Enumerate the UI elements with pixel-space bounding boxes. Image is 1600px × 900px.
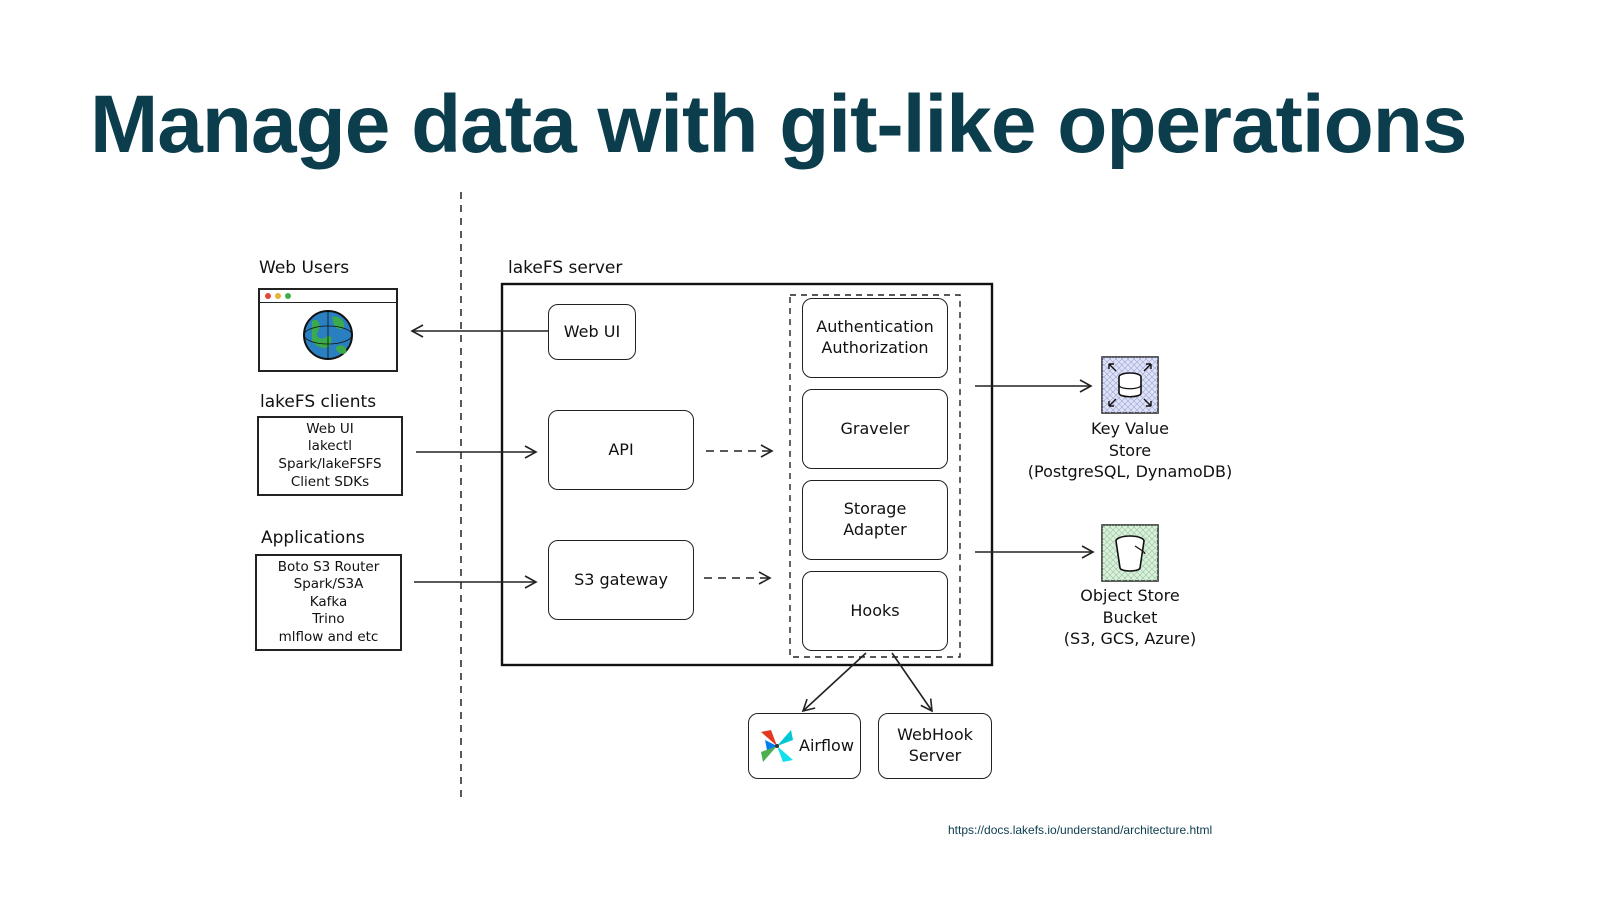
client-item: Spark/lakeFSFS	[278, 456, 382, 472]
auth-component: Authentication Authorization	[802, 298, 948, 378]
server-box	[500, 282, 994, 667]
kv-line-2: Store	[1108, 440, 1152, 460]
arrow-hooks-to-webhook	[891, 652, 933, 713]
server-label: lakeFS server	[508, 258, 623, 278]
airflow-label: Airflow	[799, 735, 854, 755]
application-item: Trino	[312, 611, 345, 628]
auth-line-1: Authentication	[816, 317, 934, 337]
kv-line-3: (PostgreSQL, DynamoDB)	[1027, 462, 1233, 482]
storage-adapter-component: Storage Adapter	[802, 480, 948, 560]
airflow-box: Airflow	[748, 713, 861, 779]
close-dot-icon	[265, 293, 271, 299]
web-users-label: Web Users	[259, 258, 350, 278]
bucket-icon	[1101, 524, 1159, 582]
client-item: lakectl	[307, 438, 353, 455]
s3-gateway-component: S3 gateway	[548, 540, 694, 620]
object-line-3: (S3, GCS, Azure)	[1063, 629, 1197, 649]
storage-line-2: Adapter	[843, 520, 907, 539]
clients-label: lakeFS clients	[260, 392, 377, 412]
object-line-2: Bucket	[1102, 607, 1158, 627]
arrow-hooks-to-airflow	[801, 652, 867, 713]
client-item: Web UI	[306, 420, 354, 437]
web-ui-component: Web UI	[548, 304, 636, 360]
globe-icon	[303, 310, 353, 360]
object-store-label: Object Store Bucket (S3, GCS, Azure)	[1020, 585, 1240, 650]
page-title: Manage data with git-like operations	[90, 79, 1467, 170]
clients-box: Web UI lakectl Spark/lakeFSFS Client SDK…	[257, 416, 403, 496]
maximize-dot-icon	[285, 293, 291, 299]
graveler-component: Graveler	[802, 389, 948, 469]
minimize-dot-icon	[275, 293, 281, 299]
client-item: Client SDKs	[290, 473, 370, 490]
applications-label: Applications	[261, 528, 365, 548]
webhook-line-1: WebHook	[897, 725, 973, 745]
storage-line-1: Storage	[843, 499, 907, 519]
auth-line-2: Authorization	[821, 338, 929, 357]
application-item: Boto S3 Router	[277, 558, 380, 575]
application-item: Spark/S3A	[293, 576, 364, 593]
hooks-component: Hooks	[802, 571, 948, 651]
object-line-1: Object Store	[1080, 586, 1180, 605]
api-component: API	[548, 410, 694, 490]
application-item: mlflow and etc	[278, 628, 379, 645]
kv-store-label: Key Value Store (PostgreSQL, DynamoDB)	[1020, 418, 1240, 483]
webhook-line-2: Server	[908, 746, 962, 765]
kv-line-1: Key Value	[1090, 419, 1170, 438]
browser-window	[258, 288, 398, 372]
core-dashed-box	[789, 294, 961, 658]
airflow-pinwheel-icon	[761, 730, 793, 762]
browser-title-bar	[260, 290, 396, 303]
database-icon	[1101, 356, 1159, 414]
webhook-server-box: WebHook Server	[878, 713, 992, 779]
applications-box: Boto S3 Router Spark/S3A Kafka Trino mlf…	[255, 554, 402, 651]
source-url: https://docs.lakefs.io/understand/archit…	[948, 823, 1213, 837]
application-item: Kafka	[309, 593, 348, 610]
